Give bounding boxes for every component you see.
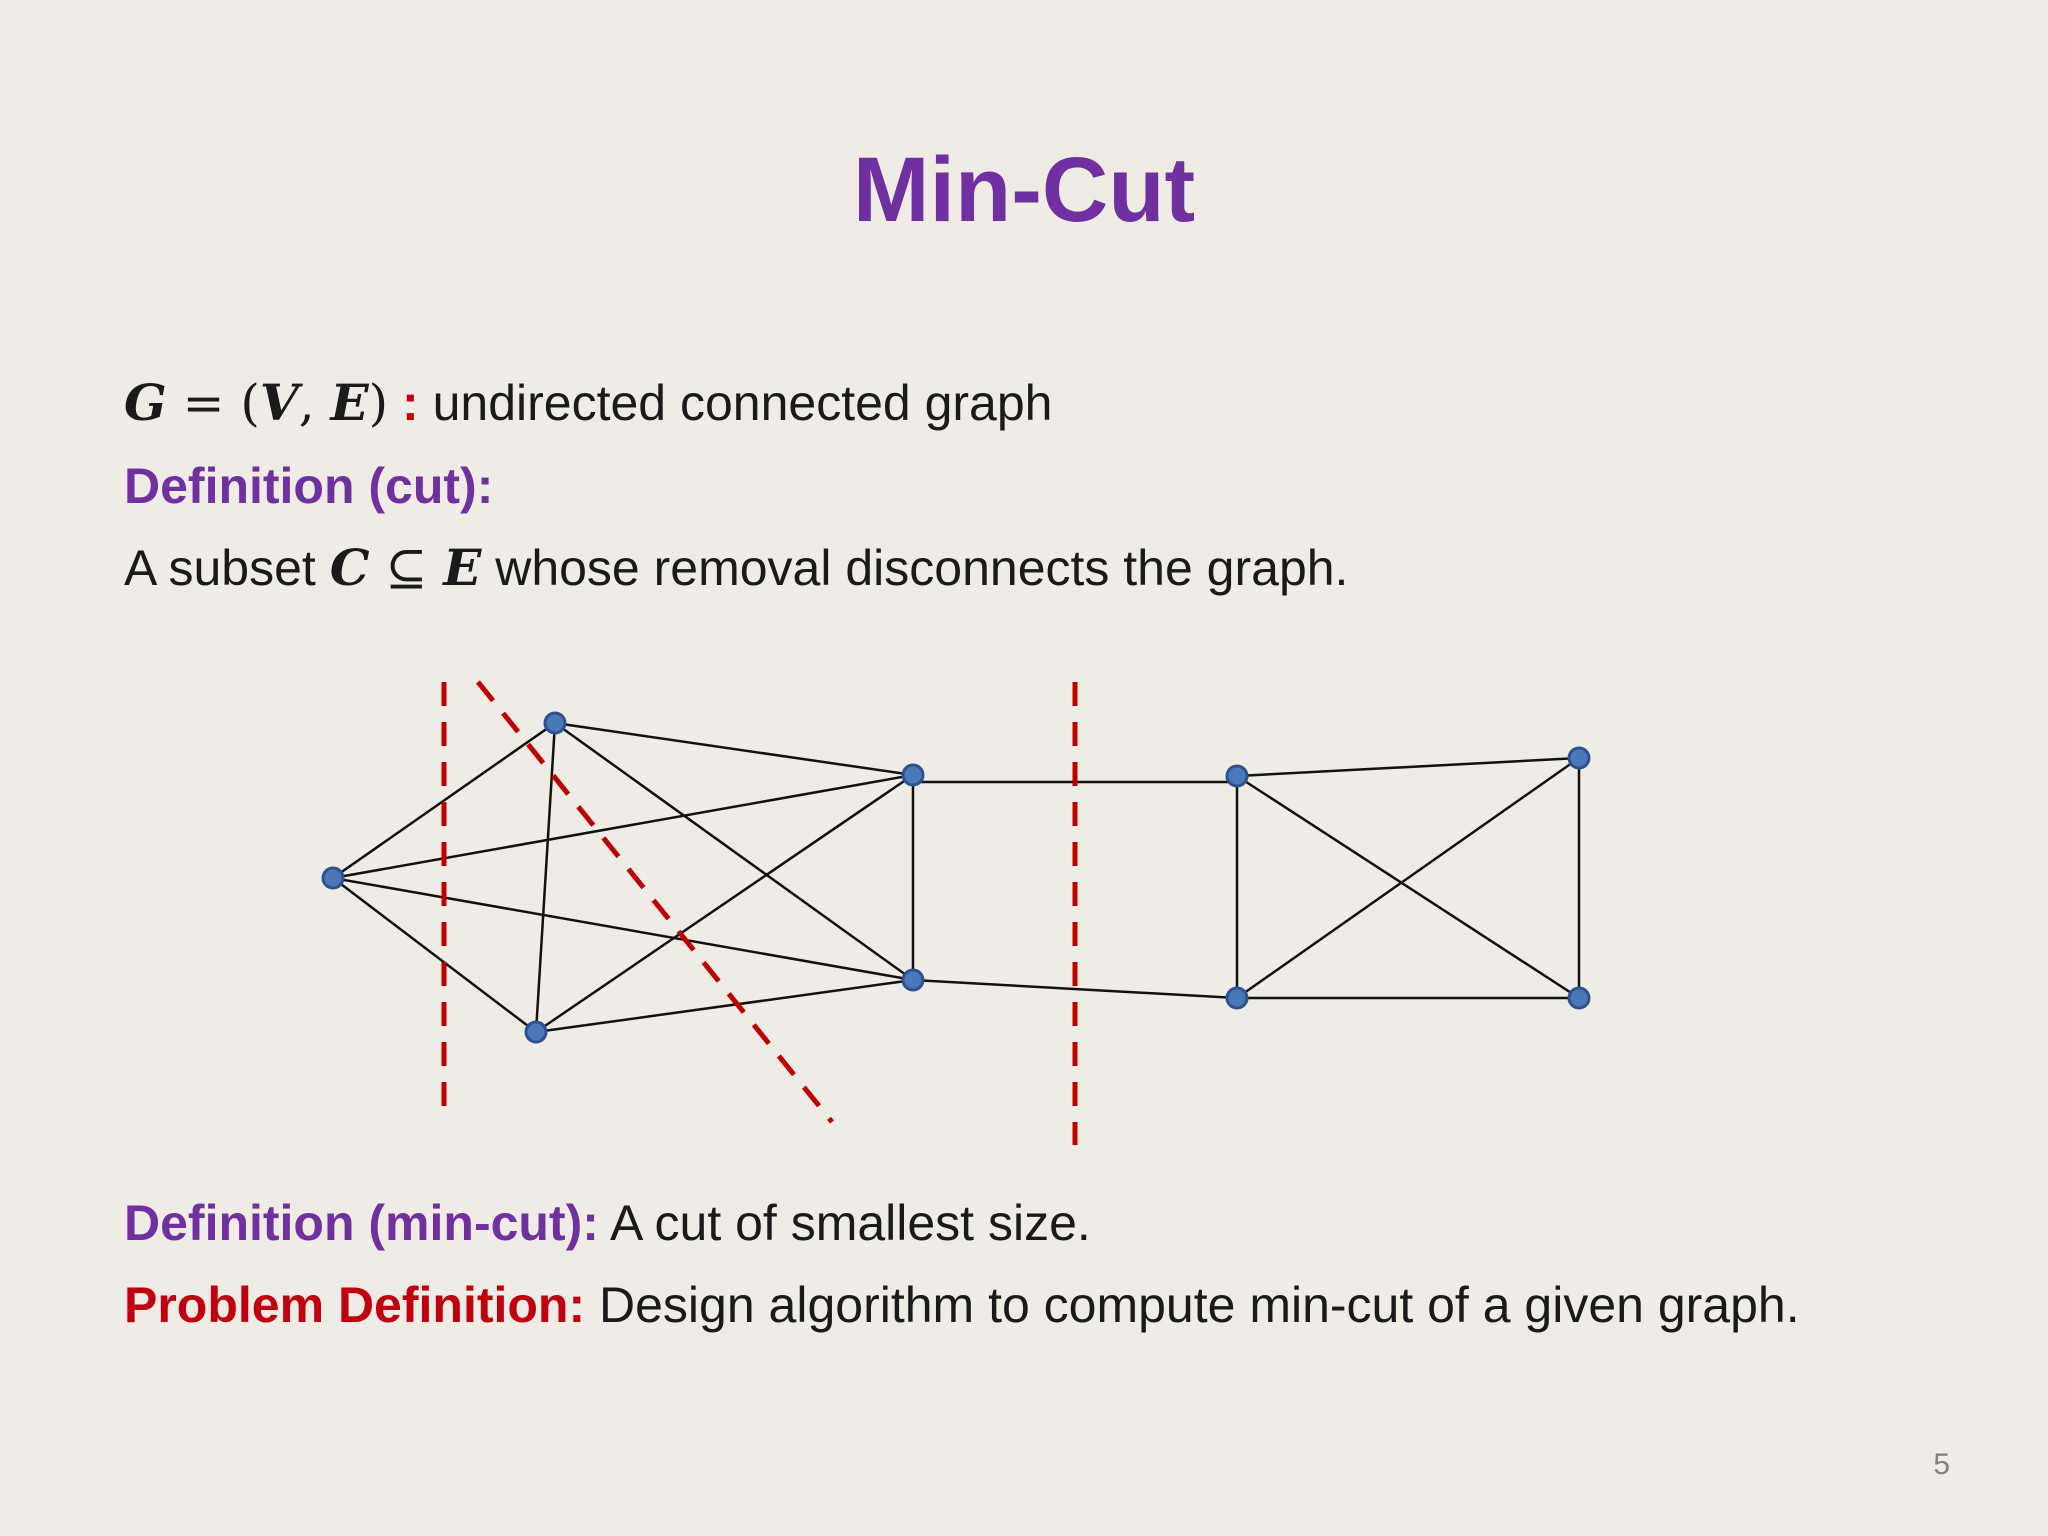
graph-edge — [1236, 756, 1580, 778]
cut-lines — [441, 680, 1078, 1145]
graph-edge — [332, 721, 556, 880]
math-eq: = ( — [166, 374, 260, 432]
graph-def-text: undirected connected graph — [432, 375, 1053, 431]
math-c: C — [329, 538, 370, 597]
graph-node — [321, 866, 345, 890]
graph-edge — [332, 876, 914, 982]
graph-edge — [332, 773, 914, 880]
graph-edge — [535, 978, 914, 1034]
graph-node — [901, 968, 925, 992]
problem-definition-line: Problem Definition: Design algorithm to … — [124, 1274, 1800, 1336]
mincut-label: Definition (min-cut): — [124, 1195, 599, 1251]
mincut-text: A cut of smallest size. — [598, 1195, 1091, 1251]
slide-title: Min-Cut — [852, 139, 1196, 241]
math-g: G — [124, 373, 167, 432]
math-comma: , — [298, 374, 331, 432]
math-e: E — [330, 373, 369, 432]
cut-text-suffix: whose removal disconnects the graph. — [481, 540, 1349, 596]
cut-line-diagonal — [476, 680, 834, 1124]
graph-definition-line: G = (V, E) : undirected connected graph — [124, 372, 1052, 434]
graph-edge — [1236, 756, 1580, 1000]
cut-text-prefix: A subset — [124, 540, 330, 596]
math-subset: ⊆ — [369, 539, 444, 597]
graph-node — [1567, 746, 1591, 770]
problem-text: Design algorithm to compute min-cut of a… — [585, 1277, 1800, 1333]
graph-edge — [534, 722, 557, 1033]
cut-definition-text: A subset C ⊆ E whose removal disconnects… — [124, 537, 1348, 599]
math-close: ) — [368, 374, 389, 432]
graph-nodes — [321, 711, 1591, 1044]
graph-edge — [332, 877, 537, 1033]
graph-def-colon: : — [388, 375, 433, 431]
math-v: V — [259, 373, 299, 432]
problem-label: Problem Definition: — [124, 1277, 586, 1333]
graph-node — [901, 763, 925, 787]
graph-node — [1567, 986, 1591, 1010]
graph-node — [1225, 764, 1249, 788]
math-e-set: E — [443, 538, 482, 597]
mincut-definition-line: Definition (min-cut): A cut of smallest … — [124, 1192, 1091, 1254]
graph-edge — [535, 773, 914, 1034]
page-number: 5 — [1933, 1448, 1950, 1481]
graph-node — [524, 1020, 548, 1044]
cut-definition-heading: Definition (cut): — [124, 455, 493, 517]
graph-edge — [912, 978, 1238, 1000]
graph-edge — [554, 721, 914, 777]
graph-edge — [554, 721, 914, 982]
graph-node — [543, 711, 567, 735]
cut-heading-label: Definition (cut): — [124, 458, 494, 514]
graph-node — [1225, 986, 1249, 1010]
graph-edge — [1236, 774, 1580, 1000]
graph-edges — [332, 721, 1581, 1034]
